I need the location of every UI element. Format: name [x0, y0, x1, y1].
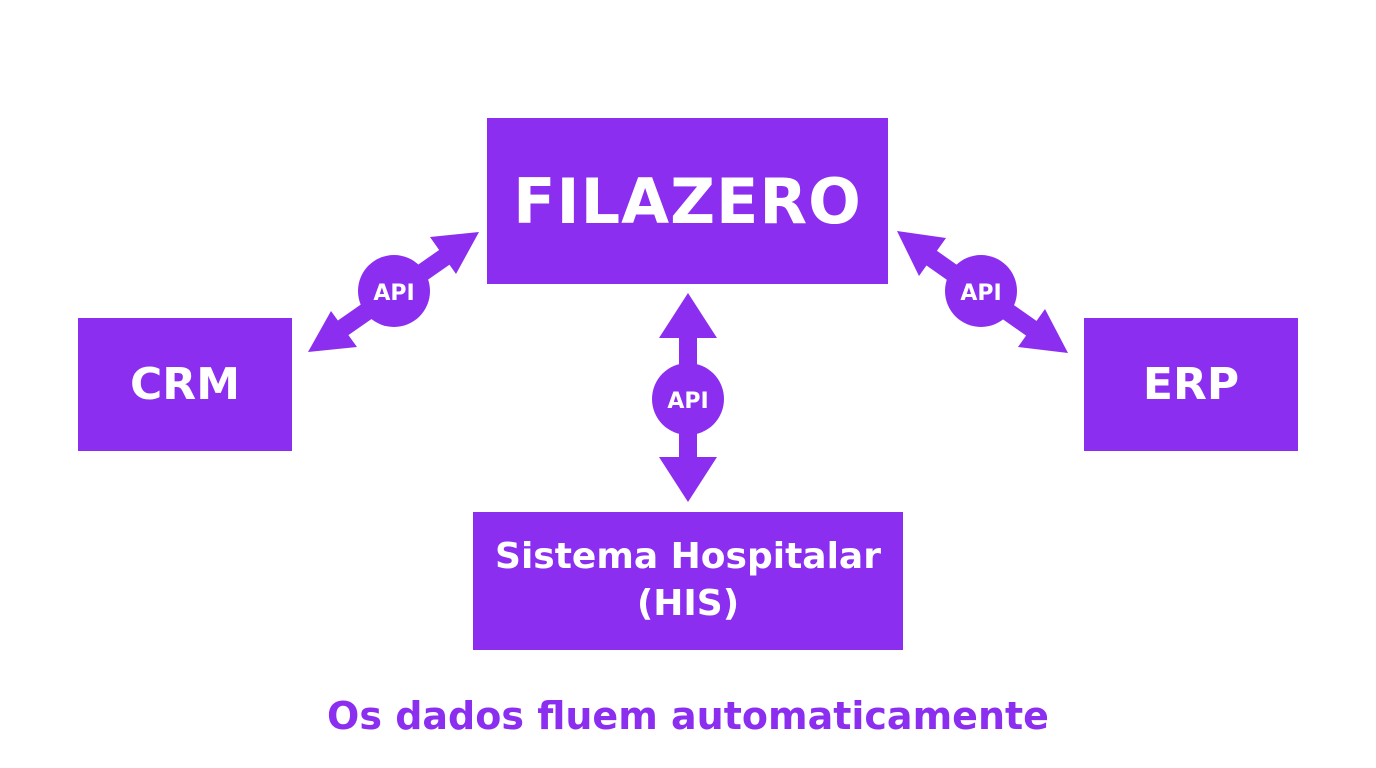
api-badge [358, 255, 430, 327]
connector-filazero-erp: API [897, 231, 1068, 353]
node-filazero: FILAZERO [487, 118, 888, 284]
arrowhead-erp [1018, 309, 1068, 353]
connector-filazero-his: API [652, 293, 724, 502]
api-badge [945, 255, 1017, 327]
arrowhead-his [659, 457, 717, 502]
node-his-label-line1: Sistema Hospitalar [495, 536, 881, 578]
arrowhead-crm [308, 311, 357, 352]
node-filazero-label: FILAZERO [513, 164, 862, 238]
arrowhead-filazero-left [430, 232, 479, 274]
node-crm-label: CRM [130, 359, 240, 410]
api-badge [652, 363, 724, 435]
connector-crm-filazero: API [308, 232, 479, 352]
arrowhead-filazero-right [897, 231, 946, 276]
node-his-label-line2: (HIS) [636, 583, 740, 624]
api-label: API [373, 281, 414, 306]
node-erp-label: ERP [1142, 359, 1240, 410]
node-crm: CRM [78, 318, 292, 451]
node-erp: ERP [1084, 318, 1298, 451]
arrowhead-filazero-bottom [659, 293, 717, 338]
node-his: Sistema Hospitalar (HIS) [473, 512, 903, 650]
caption: Os dados fluem automaticamente [327, 694, 1049, 738]
api-label: API [960, 281, 1001, 306]
api-label: API [667, 389, 708, 414]
